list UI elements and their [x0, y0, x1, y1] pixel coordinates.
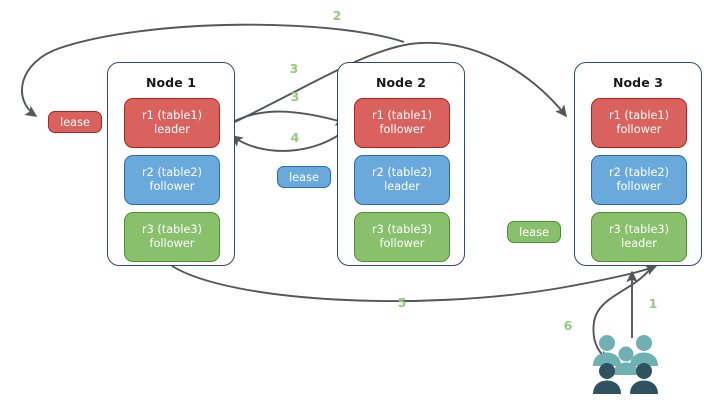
edge-label-3-upper: 3	[289, 61, 299, 76]
edge-label-3-lower: 3	[290, 89, 300, 104]
edge-label-2: 2	[332, 8, 342, 23]
node-box-node3[interactable]: Node 3 r1 (table1) follower r2 (table2) …	[574, 62, 702, 266]
replica-role: leader	[384, 180, 420, 193]
node-title: Node 3	[612, 75, 664, 90]
replica-name: r1 (table1)	[608, 109, 670, 122]
lease-label: lease	[289, 170, 319, 184]
lease-badge-r3[interactable]: lease	[507, 221, 561, 243]
replica-node3-r3[interactable]: r3 (table3) leader	[591, 212, 687, 262]
replica-role: leader	[154, 123, 190, 136]
node-box-node1[interactable]: Node 1 r1 (table1) leader r2 (table2) fo…	[107, 62, 235, 266]
lease-badge-r2[interactable]: lease	[277, 166, 331, 188]
node-title: Node 2	[375, 75, 427, 90]
replica-node2-r1[interactable]: r1 (table1) follower	[354, 98, 450, 148]
edge-3-short-path	[221, 110, 348, 129]
replica-role: follower	[379, 237, 425, 250]
users-group-icon	[592, 333, 664, 395]
replica-node1-r1[interactable]: r1 (table1) leader	[124, 98, 220, 148]
replica-role: follower	[616, 123, 662, 136]
replica-node3-r1[interactable]: r1 (table1) follower	[591, 98, 687, 148]
replica-name: r1 (table1)	[371, 109, 433, 122]
replica-node3-r2[interactable]: r2 (table2) follower	[591, 155, 687, 205]
replica-node2-r3[interactable]: r3 (table3) follower	[354, 212, 450, 262]
replica-name: r2 (table2)	[608, 166, 670, 179]
edge-label-1: 1	[648, 296, 658, 311]
lease-badge-r1[interactable]: lease	[48, 111, 102, 133]
edge-label-4: 4	[290, 130, 300, 145]
lease-label: lease	[519, 225, 549, 239]
replica-name: r3 (table3)	[141, 223, 203, 236]
replica-name: r2 (table2)	[371, 166, 433, 179]
replica-role: follower	[379, 123, 425, 136]
replica-role: follower	[149, 180, 195, 193]
node-box-node2[interactable]: Node 2 r1 (table1) follower r2 (table2) …	[337, 62, 465, 266]
lease-label: lease	[60, 115, 90, 129]
edge-label-6: 6	[563, 318, 573, 333]
replica-name: r2 (table2)	[141, 166, 203, 179]
replica-node1-r2[interactable]: r2 (table2) follower	[124, 155, 220, 205]
edge-label-5: 5	[397, 295, 407, 310]
replica-role: follower	[149, 237, 195, 250]
replica-name: r1 (table1)	[141, 109, 203, 122]
replica-role: leader	[621, 237, 657, 250]
replica-node1-r3[interactable]: r3 (table3) follower	[124, 212, 220, 262]
replica-name: r3 (table3)	[608, 223, 670, 236]
replica-name: r3 (table3)	[371, 223, 433, 236]
replica-node2-r2[interactable]: r2 (table2) leader	[354, 155, 450, 205]
replica-role: follower	[616, 180, 662, 193]
node-title: Node 1	[145, 75, 197, 90]
edge-5-path	[171, 264, 658, 303]
